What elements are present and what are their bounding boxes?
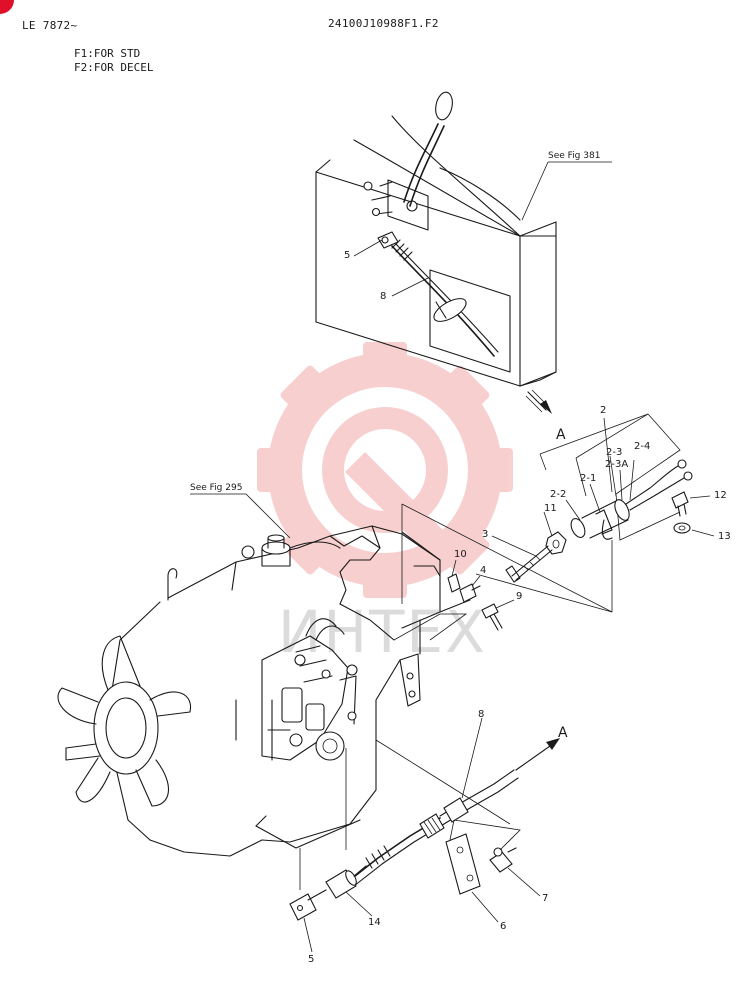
linkage-hardware bbox=[401, 503, 613, 631]
callout-14: 14 bbox=[368, 917, 381, 928]
see-fig-381-label: See Fig 381 bbox=[548, 151, 601, 161]
corner-badge bbox=[0, 0, 14, 14]
callout-2-3a: 2-3A bbox=[605, 459, 629, 470]
callout-9: 9 bbox=[516, 591, 523, 602]
callout-3: 3 bbox=[482, 529, 489, 540]
connection-marker-a-top: A bbox=[556, 427, 566, 443]
callout-2-2: 2-2 bbox=[550, 489, 567, 500]
callout-2-3: 2-3 bbox=[606, 447, 623, 458]
callout-5-top: 5 bbox=[344, 250, 351, 261]
lower-cable-assembly bbox=[289, 717, 560, 953]
note-decel: F2:FOR DECEL bbox=[74, 61, 154, 74]
solenoid-assembly bbox=[539, 413, 715, 541]
callout-7: 7 bbox=[542, 893, 549, 904]
callout-5-bottom: 5 bbox=[308, 954, 315, 965]
callout-11: 11 bbox=[544, 503, 557, 514]
callout-2: 2 bbox=[600, 405, 607, 416]
dashboard-panel-assembly bbox=[315, 91, 612, 414]
callout-2-4: 2-4 bbox=[634, 441, 651, 452]
callout-8-top: 8 bbox=[380, 291, 387, 302]
callout-8-bottom: 8 bbox=[478, 709, 485, 720]
see-fig-295-label: See Fig 295 bbox=[190, 483, 243, 493]
note-std: F1:FOR STD bbox=[74, 47, 141, 60]
model-label: LE 7872~ bbox=[22, 19, 78, 32]
callout-6: 6 bbox=[500, 921, 507, 932]
connection-marker-a-bottom: A bbox=[558, 725, 568, 741]
callout-10: 10 bbox=[454, 549, 467, 560]
watermark-gear-icon bbox=[257, 342, 513, 598]
watermark-text: ИНТЕХ bbox=[278, 598, 487, 666]
engine-assembly bbox=[57, 493, 511, 890]
callout-2-1: 2-1 bbox=[580, 473, 597, 484]
callout-12: 12 bbox=[714, 490, 727, 501]
callout-13: 13 bbox=[718, 531, 731, 542]
part-code: 24100J10988F1.F2 bbox=[328, 17, 439, 30]
callout-4: 4 bbox=[480, 565, 487, 576]
